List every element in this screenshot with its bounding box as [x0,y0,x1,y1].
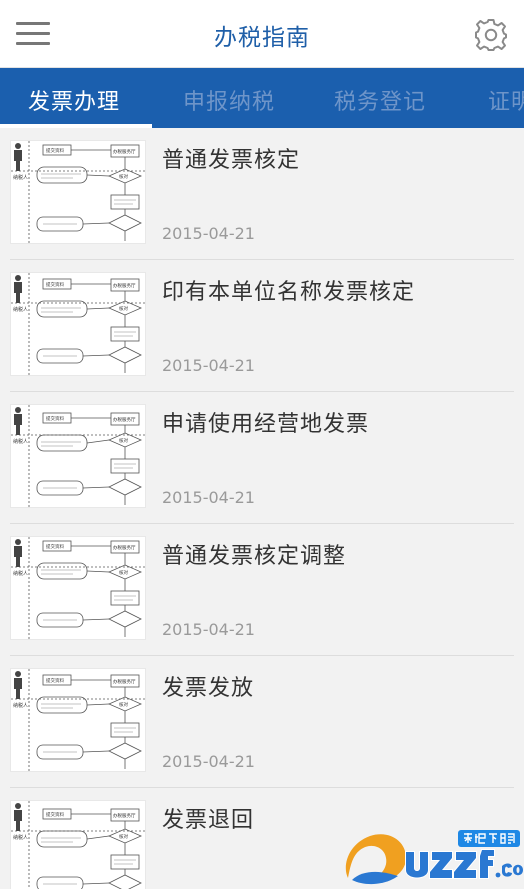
divider [10,391,514,392]
svg-text:办税服务厅: 办税服务厅 [113,148,136,155]
flowchart-thumbnail: 纳税人 提交资料 办税服务厅核对 [10,668,146,772]
svg-text:核对: 核对 [119,173,128,180]
item-date: 2015-04-21 [162,752,255,771]
list-item[interactable]: 纳税人 提交资料 办税服务厅核对 普通发票核定调整 2015-04-21 [0,524,524,656]
svg-text:办税服务厅: 办税服务厅 [113,812,136,819]
svg-text:办税服务厅: 办税服务厅 [113,416,136,423]
svg-text:提交资料: 提交资料 [46,281,64,288]
svg-text:提交资料: 提交资料 [46,543,64,550]
item-date: 2015-04-21 [162,488,255,507]
list-item[interactable]: 纳税人 提交资料 办税服务厅核对 普通发票核定 2015-04-21 [0,128,524,260]
item-title: 普通发票核定调整 [162,544,347,569]
divider [10,655,514,656]
svg-text:纳税人: 纳税人 [13,306,28,313]
svg-text:纳税人: 纳税人 [13,174,28,181]
tab-invoice[interactable]: 发票办理 [28,90,121,115]
uzzf-watermark-logo [345,830,523,885]
divider [10,259,514,260]
item-date: 2015-04-21 [162,224,255,243]
svg-text:提交资料: 提交资料 [46,147,64,154]
list-item[interactable]: 纳税人 提交资料 办税服务厅核对 印有本单位名称发票核定 2015-04-21 [0,260,524,392]
item-title: 普通发票核定 [162,148,301,173]
active-tab-indicator [0,124,152,128]
svg-text:提交资料: 提交资料 [46,811,64,818]
item-date: 2015-04-21 [162,620,255,639]
flowchart-thumbnail: 纳税人 提交资料 办税服务厅核对 [10,800,146,889]
svg-text:纳税人: 纳税人 [13,702,28,709]
svg-text:核对: 核对 [119,305,128,312]
divider [10,523,514,524]
list-item[interactable]: 纳税人 提交资料 办税服务厅核对 申请使用经营地发票 2015-04-21 [0,392,524,524]
tab-tax-declaration[interactable]: 申报纳税 [183,90,276,115]
item-title: 印有本单位名称发票核定 [162,280,416,305]
item-date: 2015-04-21 [162,356,255,375]
list-item[interactable]: 纳税人 提交资料 办税服务厅核对 发票退回 [0,788,524,889]
flowchart-thumbnail: 纳税人 提交资料 办税服务厅核对 [10,140,146,244]
menu-icon[interactable] [16,20,50,46]
svg-text:提交资料: 提交资料 [46,677,64,684]
svg-text:核对: 核对 [119,569,128,576]
category-tabs: 发票办理 申报纳税 税务登记 证明 [0,68,524,128]
svg-text:核对: 核对 [119,437,128,444]
page-title: 办税指南 [214,25,310,51]
svg-text:办税服务厅: 办税服务厅 [113,678,136,685]
flowchart-thumbnail: 纳税人 提交资料 办税服务厅核对 [10,272,146,376]
svg-text:纳税人: 纳税人 [13,570,28,577]
svg-text:提交资料: 提交资料 [46,415,64,422]
svg-text:办税服务厅: 办税服务厅 [113,282,136,289]
list-item[interactable]: 纳税人 提交资料 办税服务厅核对 发票发放 2015-04-21 [0,656,524,788]
guide-list[interactable]: 纳税人提交资料办税服务厅核对 普通发票核定 2015-04-21 纳税人提交资料… [0,128,524,889]
tab-certificate[interactable]: 证明 [488,90,524,115]
tab-tax-registration[interactable]: 税务登记 [334,90,427,115]
svg-text:办税服务厅: 办税服务厅 [113,544,136,551]
item-title: 发票退回 [162,808,255,833]
svg-text:核对: 核对 [119,833,128,840]
svg-text:纳税人: 纳税人 [13,438,28,445]
flowchart-thumbnail: 纳税人 提交资料 办税服务厅核对 [10,536,146,640]
svg-text:纳税人: 纳税人 [13,834,28,841]
item-title: 发票发放 [162,676,255,701]
app-header: 办税指南 [0,0,524,68]
gear-icon[interactable] [474,18,508,52]
flowchart-thumbnail: 纳税人 提交资料 办税服务厅核对 [10,404,146,508]
svg-text:核对: 核对 [119,701,128,708]
divider [10,787,514,788]
item-title: 申请使用经营地发票 [162,412,370,437]
